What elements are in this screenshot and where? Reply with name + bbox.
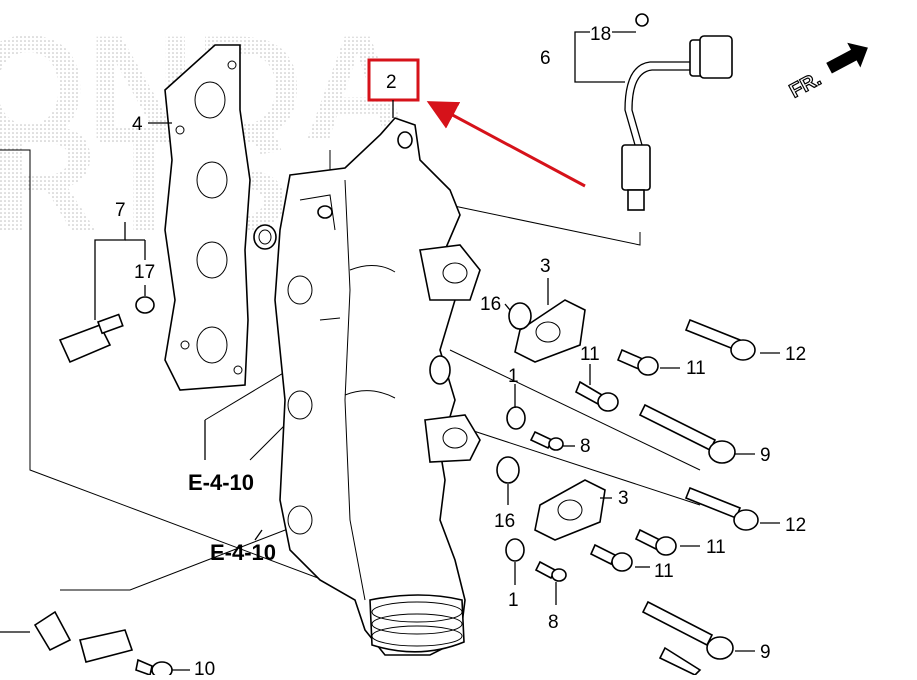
label-part-12-upper: 12 <box>785 344 806 365</box>
label-part-4: 4 <box>132 114 143 135</box>
front-arrow-icon <box>826 42 868 74</box>
callout-labels: 18 6 4 7 17 3 16 11 11 12 1 8 9 3 16 11 … <box>115 24 806 680</box>
label-part-17: 17 <box>134 262 155 283</box>
bracket-clip <box>0 610 134 663</box>
front-direction-indicator: FR. <box>785 42 868 103</box>
callout-leaders <box>94 31 780 671</box>
label-part-8-upper: 8 <box>580 436 591 457</box>
highlight-box <box>367 58 420 102</box>
label-part-3-lower: 3 <box>618 488 629 509</box>
highlight-arrow <box>426 101 586 188</box>
label-part-11-b: 11 <box>686 358 706 379</box>
exhaust-manifold-part-2 <box>253 117 481 656</box>
label-part-10: 10 <box>194 659 215 675</box>
label-part-6: 6 <box>540 48 551 69</box>
reference-e-4-10-lower: E-4-10 <box>210 540 276 565</box>
label-part-8-lower: 8 <box>548 612 559 633</box>
flange-parts-lower <box>496 456 606 562</box>
highlighted-part-callout: 2 <box>367 58 586 188</box>
label-part-1-lower: 1 <box>508 590 519 611</box>
label-part-11-d: 11 <box>654 561 674 582</box>
direction-label: FR. <box>786 68 825 103</box>
manifold-gasket-part-4 <box>164 44 251 391</box>
label-part-9-upper: 9 <box>760 445 771 466</box>
label-part-3-upper: 3 <box>540 256 551 277</box>
label-part-2: 2 <box>386 72 397 93</box>
label-part-11-a: 11 <box>580 344 600 365</box>
label-part-11-c: 11 <box>706 537 726 558</box>
label-part-16-lower: 16 <box>494 511 515 532</box>
label-part-18: 18 <box>590 24 611 45</box>
reference-e-4-10-upper: E-4-10 <box>188 470 254 495</box>
label-part-7: 7 <box>115 200 126 221</box>
label-part-1-upper: 1 <box>508 366 519 387</box>
label-part-16-upper: 16 <box>480 294 501 315</box>
flange-parts-upper <box>506 299 586 430</box>
label-part-12-lower: 12 <box>785 515 806 536</box>
temperature-sensor-part-7 <box>58 296 155 364</box>
oxygen-sensor-part-6 <box>621 13 733 211</box>
bolts <box>135 318 759 679</box>
label-part-9-lower: 9 <box>760 642 771 663</box>
